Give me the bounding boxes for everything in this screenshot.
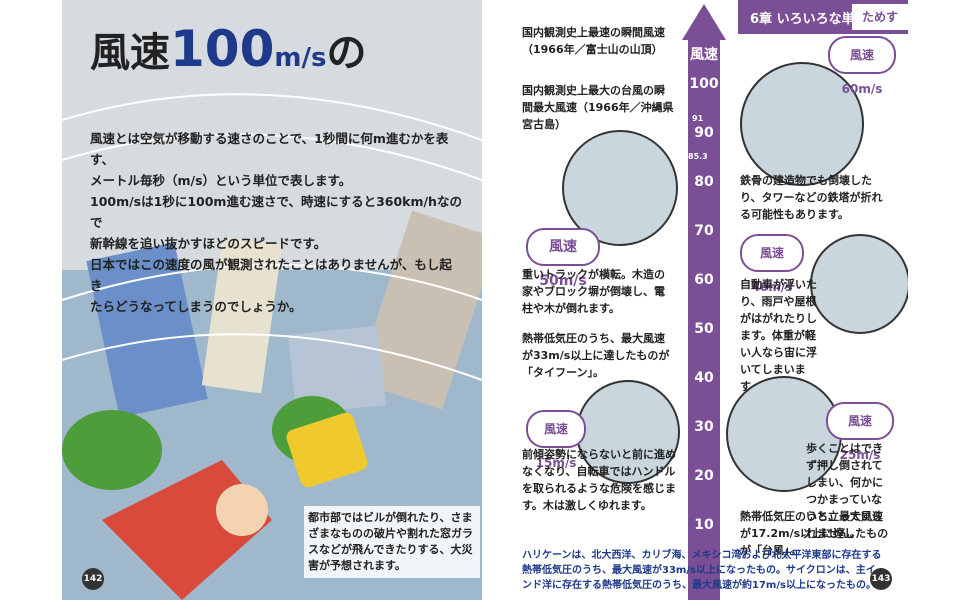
scale-tick: 80 [694, 174, 714, 190]
badge-60: 風速 60m/s [828, 36, 896, 96]
intro-line: たらどうなってしまうのでしょうか。 [90, 299, 302, 314]
intro-line: 日本ではこの速度の風が観測されたことはありませんが、もし起き [90, 257, 452, 293]
text-40: 自動車が浮いたり、雨戸や屋根がはがれたりします。体重が軽い人なら宙に浮いてしまい… [740, 278, 817, 393]
text-60: 鉄骨の建造物でも倒壊したり、タワーなどの鉄塔が折れる可能性もあります。 [740, 174, 883, 221]
scale-tick: 20 [694, 468, 714, 484]
chapter-header: 6章 いろいろな単位 ためす [738, 0, 908, 34]
text-50: 重いトラックが横転。木造の家やブロック塀が倒壊し、電柱や木が倒れます。 [522, 268, 665, 315]
badge-50: 風速 50m/s [526, 228, 600, 289]
footnote: ハリケーンは、北大西洋、カリブ海、メキシコ湾および北太平洋東部に存在する熱帯低気… [522, 550, 882, 591]
title-number: 100 [170, 20, 275, 78]
note-max-gust: 国内観測史上最速の瞬間風速（1966年／富士山の山頂） [522, 26, 665, 56]
badge-25: 風速 25m/s [826, 402, 894, 462]
scale-tick: 30 [694, 419, 714, 435]
mark-85: 85.3 [688, 152, 708, 161]
scale-tick: 60 [694, 272, 714, 288]
storm-illustration [62, 93, 482, 600]
page-number: 143 [870, 568, 892, 590]
tower-illustration [740, 62, 864, 186]
text-25: 歩くことはできず押し倒されてしまい、何かにつかまっていないと立っていられません。 [806, 442, 883, 540]
badge-15: 風速 15m/s [526, 410, 586, 470]
scale-title: 風速 [690, 47, 718, 63]
left-page: 風速100m/sの 風速とは空気が移動する速さのことで、1秒間に何m進むかを表す… [62, 0, 482, 600]
intro-line: 風速とは空気が移動する速さのことで、1秒間に何m進むかを表す、 [90, 131, 449, 167]
truck-illustration [562, 130, 678, 246]
note-max-typhoon: 国内観測史上最大の台風の瞬間最大風速（1966年／沖縄県宮古島） [522, 84, 674, 131]
scale-tick: 90 [694, 125, 714, 141]
scale-tick: 100 [689, 76, 719, 92]
disaster-caption: 都市部ではビルが倒れたり、さまざまなものの破片や割れた窓ガラスなどが飛んできたり… [304, 506, 480, 578]
walker-illustration [576, 380, 680, 484]
badge-40: 風速 40m/s [740, 234, 804, 294]
scale-tick: 50 [694, 321, 714, 337]
scale-tick: 70 [694, 223, 714, 239]
scale-tick: 10 [694, 517, 714, 533]
intro-text: 風速とは空気が移動する速さのことで、1秒間に何m進むかを表す、 メートル毎秒（m… [90, 128, 462, 317]
title-unit: m/s [274, 43, 327, 73]
title-text: 風速 [90, 30, 170, 76]
text-15: 前傾姿勢にならないと前に進めなくなり、自転車ではハンドルを取られるような危険を感… [522, 448, 676, 512]
chapter-label: 6章 いろいろな単位 [750, 12, 868, 27]
title-particle: の [326, 30, 367, 76]
wind-scale: 風速 100 90 80 70 60 50 40 30 20 10 91 85.3 [682, 0, 726, 600]
scale-tick: 40 [694, 370, 714, 386]
text-taifu-definition: 熱帯低気圧のうち、最大風速が17.2m/s以上に達したものが「台風」。 [740, 510, 889, 557]
clinging-illustration [726, 376, 842, 492]
intro-line: 100m/sは1秒に100m進む速さで、時速にすると360km/hなので [90, 194, 462, 230]
intro-line: 新幹線を追い抜かすほどのスピードです。 [90, 236, 327, 251]
car-illustration [810, 234, 908, 334]
scale-arrow [682, 4, 726, 600]
mark-91: 91 [692, 114, 704, 123]
text-typhoon-definition: 熱帯低気圧のうち、最大風速が33m/s以上に達したものが「タイフーン」。 [522, 332, 670, 379]
section-tag: ためす [852, 4, 908, 30]
right-page: 6章 いろいろな単位 ためす 風速 100 90 80 70 60 50 40 30 20 10 … [486, 0, 908, 600]
page-title-line1: 風速100m/sの [90, 20, 366, 78]
intro-line: メートル毎秒（m/s）という単位で表します。 [90, 173, 352, 188]
page-number: 142 [82, 568, 104, 590]
